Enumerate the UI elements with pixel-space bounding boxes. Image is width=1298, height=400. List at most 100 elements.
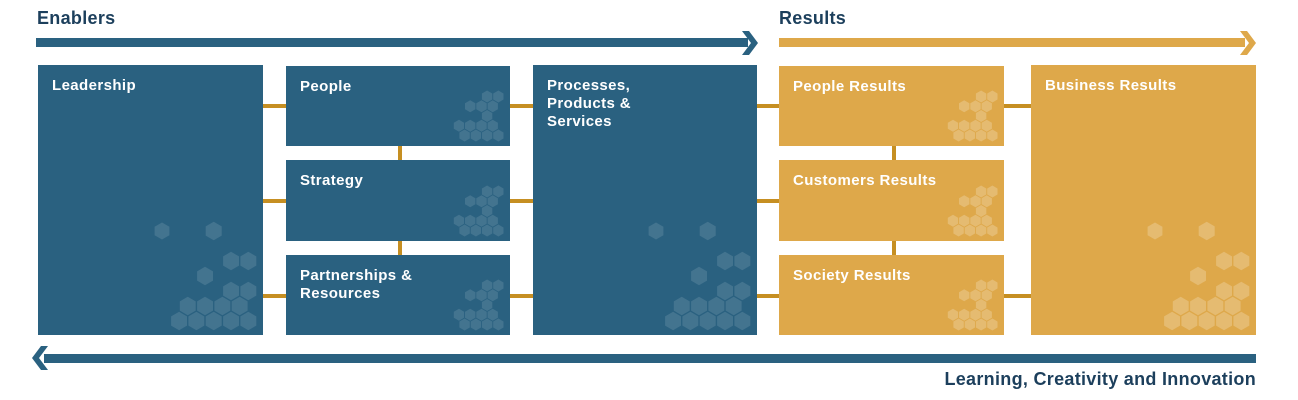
hexagon-pattern-icon — [154, 221, 257, 331]
hexagon-shape — [717, 251, 733, 271]
hexagon-shape — [1216, 251, 1232, 271]
hexagon-shape — [987, 318, 998, 331]
hexagon-shape — [465, 100, 476, 113]
hexagon-shape — [959, 289, 970, 302]
connector — [756, 104, 779, 108]
hexagon-shape — [487, 308, 498, 321]
hexagon-shape — [493, 318, 504, 331]
society-results-label: Society Results — [793, 267, 911, 284]
enablers-heading: Enablers — [37, 8, 116, 28]
hexagon-shape — [964, 224, 975, 237]
hexagon-shape — [682, 311, 699, 331]
hexagon-shape — [481, 299, 493, 311]
hexagon-shape — [699, 311, 716, 331]
hexagon-shape — [981, 289, 992, 302]
partnerships-label: Partnerships & Resources — [300, 267, 413, 302]
hexagon-shape — [964, 318, 975, 331]
hexagon-pattern-icon — [947, 90, 998, 142]
hexagon-shape — [699, 221, 716, 241]
hexagon-shape — [476, 100, 487, 113]
hexagon-shape — [481, 205, 493, 217]
connector — [510, 104, 533, 108]
hexagon-shape — [981, 100, 992, 113]
hexagon-shape — [465, 195, 476, 208]
hexagon-shape — [487, 289, 498, 302]
hexagon-shape — [1216, 311, 1232, 331]
learning-creativity-innovation-label: Learning, Creativity and Innovation — [944, 369, 1256, 389]
hexagon-shape — [987, 279, 998, 292]
hexagon-shape — [459, 318, 470, 331]
hexagon-shape — [481, 185, 493, 198]
business-results-box[interactable]: Business Results — [1031, 65, 1256, 335]
people-box[interactable]: People — [286, 66, 510, 146]
strategy-box[interactable]: Strategy — [286, 160, 510, 241]
hexagon-shape — [465, 308, 476, 321]
hexagon-shape — [1216, 281, 1232, 301]
hexagon-shape — [1190, 266, 1206, 286]
hexagon-shape — [975, 129, 987, 142]
hexagon-shape — [1233, 311, 1250, 331]
hexagon-shape — [459, 129, 470, 142]
hexagon-pattern-icon — [947, 279, 998, 331]
hexagon-shape — [223, 311, 239, 331]
hexagon-shape — [987, 129, 998, 142]
hexagon-shape — [240, 281, 257, 301]
leadership-box[interactable]: Leadership — [38, 65, 263, 335]
people-results-label: People Results — [793, 78, 907, 95]
hexagon-shape — [691, 266, 707, 286]
hexagon-shape — [453, 119, 465, 132]
hexagon-pattern-icon — [1147, 221, 1250, 331]
hexagon-shape — [981, 308, 992, 321]
hexagon-shape — [970, 195, 981, 208]
connector — [263, 294, 286, 298]
people-results-box[interactable]: People Results — [779, 66, 1004, 146]
hexagon-shape — [959, 119, 970, 132]
society-results-box[interactable]: Society Results — [779, 255, 1004, 335]
connector — [1003, 294, 1032, 298]
hexagon-shape — [987, 90, 998, 103]
hexagon-shape — [953, 129, 964, 142]
hexagon-shape — [734, 281, 751, 301]
hexagon-shape — [953, 224, 964, 237]
hexagon-shape — [1147, 222, 1163, 240]
hexagon-shape — [708, 296, 725, 316]
hexagon-shape — [673, 296, 690, 316]
hexagon-shape — [648, 222, 664, 240]
connector — [263, 199, 286, 203]
hexagon-shape — [959, 195, 970, 208]
hexagon-shape — [493, 185, 504, 198]
hexagon-shape — [470, 224, 481, 237]
hexagon-shape — [470, 318, 481, 331]
hexagon-shape — [975, 224, 987, 237]
partnerships-box[interactable]: Partnerships & Resources — [286, 255, 510, 335]
hexagon-shape — [1164, 311, 1180, 331]
hexagon-shape — [987, 224, 998, 237]
customers-results-label: Customers Results — [793, 172, 937, 189]
hexagon-shape — [947, 119, 959, 132]
processes-label: Processes, Products & Services — [547, 77, 632, 130]
hexagon-pattern-icon — [453, 90, 504, 142]
processes-box[interactable]: Processes, Products & Services — [533, 65, 757, 335]
hexagon-shape — [493, 224, 504, 237]
hexagon-shape — [975, 110, 987, 122]
hexagon-shape — [487, 195, 498, 208]
hexagon-shape — [154, 222, 170, 240]
hexagon-shape — [665, 311, 681, 331]
hexagon-shape — [1207, 296, 1224, 316]
hexagon-shape — [964, 129, 975, 142]
hexagon-shape — [1198, 221, 1215, 241]
hexagon-shape — [465, 214, 476, 227]
hexagon-shape — [975, 185, 987, 198]
customers-results-box[interactable]: Customers Results — [779, 160, 1004, 241]
hexagon-pattern-icon — [453, 185, 504, 237]
hexagon-shape — [970, 214, 981, 227]
hexagon-shape — [981, 195, 992, 208]
connector — [892, 241, 896, 255]
connector — [263, 104, 286, 108]
hexagon-pattern-icon — [947, 185, 998, 237]
hexagon-shape — [493, 279, 504, 292]
hexagon-shape — [981, 214, 992, 227]
hexagon-shape — [481, 90, 493, 103]
hexagon-shape — [487, 119, 498, 132]
hexagon-shape — [465, 289, 476, 302]
